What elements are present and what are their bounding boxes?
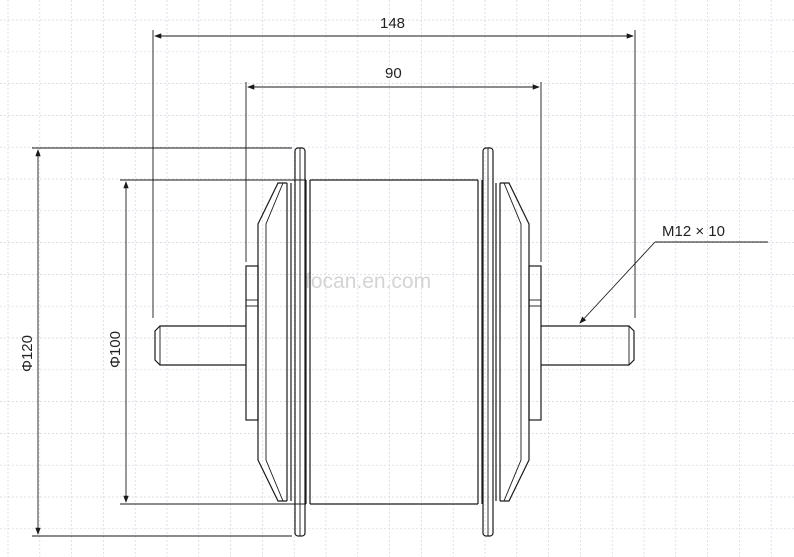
hub-body [154, 147, 635, 537]
dimension-diameter-outer [32, 147, 292, 537]
watermark: focan.en.com [305, 270, 431, 293]
dimension-90-label: 90 [385, 65, 402, 82]
dimension-flange-spacing [245, 82, 542, 262]
thread-callout-label: M12 × 10 [662, 223, 725, 240]
thread-callout-leader [579, 241, 768, 324]
dimension-148-label: 148 [380, 15, 405, 32]
dimension-diameter-inner [120, 179, 306, 505]
dimension-overall-width [152, 30, 636, 318]
dimension-phi100-label: Φ100 [107, 331, 124, 368]
dimension-phi120-label: Φ120 [19, 335, 36, 372]
